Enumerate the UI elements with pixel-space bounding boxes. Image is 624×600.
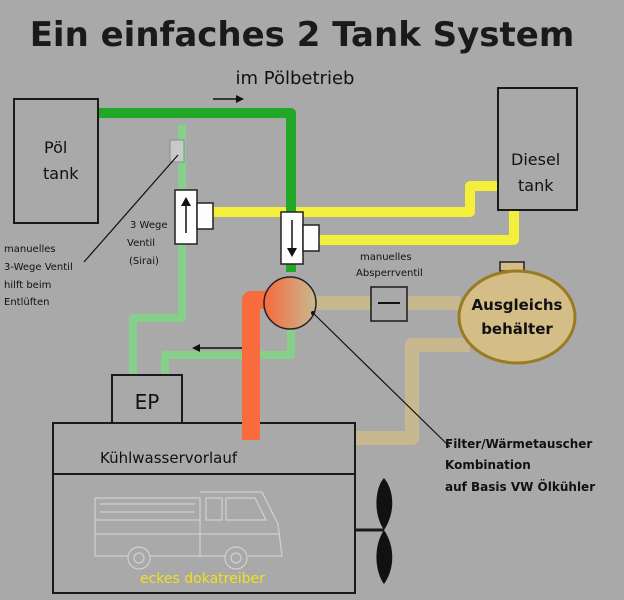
diesel-tank-label: Diesel xyxy=(511,150,560,169)
propeller-icon xyxy=(355,478,393,584)
svg-text:(Sirai): (Sirai) xyxy=(129,256,159,267)
expansion-tank-label: behälter xyxy=(481,320,553,338)
svg-text:Absperrventil: Absperrventil xyxy=(356,268,423,279)
shutoff-valve-label: manuelles Absperrventil xyxy=(356,252,423,279)
coolant-supply-label: Kühlwasservorlauf xyxy=(100,449,238,467)
poel-tank-label: Pöl xyxy=(44,138,67,157)
three-way-valve-right xyxy=(280,211,320,265)
three-way-valve-label: 3 Wege Ventil (Sirai) xyxy=(127,220,168,267)
diesel-line xyxy=(210,181,519,245)
truck-icon xyxy=(94,491,283,570)
page-title: Ein einfaches 2 Tank System xyxy=(30,15,575,55)
return-arrow-left-icon xyxy=(192,344,245,352)
filter-heat-exchanger-label: Filter/Wärmetauscher Kombination auf Bas… xyxy=(445,437,595,494)
pump-label: EP xyxy=(135,390,160,414)
electric-pump: EP xyxy=(111,374,183,424)
poel-tank-label: tank xyxy=(43,164,79,183)
svg-text:Entlüften: Entlüften xyxy=(4,297,49,308)
diesel-tank-label: tank xyxy=(518,176,554,195)
svg-text:hilft beim: hilft beim xyxy=(4,280,51,291)
coolant-return-line xyxy=(315,296,470,445)
filter-heat-exchanger xyxy=(263,276,451,448)
credit-label: eckes dokatreiber xyxy=(140,571,265,587)
expansion-tank: Ausgleichs behälter xyxy=(457,261,577,365)
flow-arrow-right-icon xyxy=(213,95,244,103)
expansion-tank-label: Ausgleichs xyxy=(472,296,563,314)
svg-text:Filter/Wärmetauscher: Filter/Wärmetauscher xyxy=(445,437,592,451)
flow-direction-label: im Pölbetrieb xyxy=(236,68,355,89)
svg-text:manuelles: manuelles xyxy=(360,252,412,263)
svg-text:Ventil: Ventil xyxy=(127,238,155,249)
shutoff-valve xyxy=(370,286,408,322)
diesel-tank: Diesel tank xyxy=(497,87,578,211)
svg-text:manuelles: manuelles xyxy=(4,244,56,255)
svg-text:3 Wege: 3 Wege xyxy=(130,220,168,231)
manual-vent-valve xyxy=(83,139,185,263)
manual-vent-label: manuelles 3-Wege Ventil hilft beim Entlü… xyxy=(4,244,73,308)
svg-text:Kombination: Kombination xyxy=(445,458,531,472)
three-way-valve-left xyxy=(174,189,214,245)
svg-text:3-Wege Ventil: 3-Wege Ventil xyxy=(4,262,73,273)
poel-tank: Pöl tank xyxy=(13,98,99,224)
svg-text:auf Basis VW Ölkühler: auf Basis VW Ölkühler xyxy=(445,479,595,494)
vehicle-box: Kühlwasservorlauf xyxy=(52,422,356,594)
